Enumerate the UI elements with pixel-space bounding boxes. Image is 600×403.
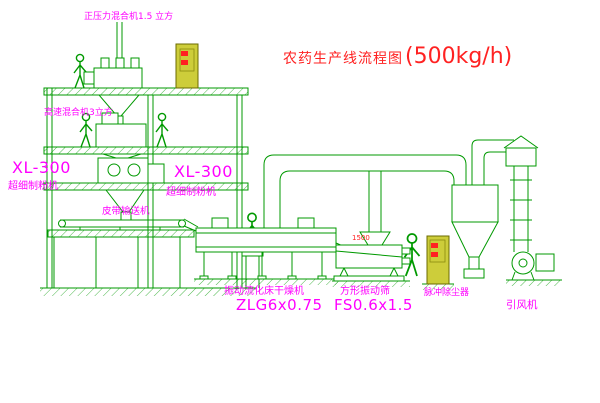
label-top-mixer: 正压力混合机1.5 立方	[84, 12, 174, 22]
screen-outlet	[401, 257, 411, 265]
label-mill-mid-name: 超细制粉机	[166, 187, 216, 198]
person-figure	[403, 233, 421, 277]
title-capacity: (500kg/h)	[405, 44, 513, 69]
pulverizer-mill	[97, 157, 165, 221]
support-platform	[47, 229, 195, 288]
cyclone-exhaust-duct	[471, 139, 514, 185]
person-figure	[155, 112, 169, 148]
discharge-hopper	[102, 153, 142, 159]
mixer-motor	[83, 71, 95, 85]
indicator-light	[181, 60, 188, 65]
screen-branch-duct	[368, 171, 382, 232]
dryer-inlet	[211, 217, 229, 229]
label-dryer-name: 振动流化床干燥机	[224, 286, 304, 297]
label-screen-model: FS0.6x1.5	[334, 296, 413, 314]
label-mill-left-name: 超细制粉机	[8, 181, 58, 192]
label-mill-mid-model: XL-300	[174, 162, 233, 181]
control-cabinet-top	[175, 43, 199, 89]
indicator-light	[181, 51, 188, 56]
vibrating-screen	[333, 231, 411, 282]
pulse-dust-collector-cabinet	[426, 235, 450, 285]
label-induced-fan: 引风机	[506, 299, 538, 311]
exhaust-stack	[503, 135, 539, 252]
dryer-inlet	[297, 217, 315, 229]
indicator-light	[431, 252, 438, 257]
screen-outlet	[401, 247, 411, 255]
induced-draft-fan	[511, 251, 555, 281]
fluid-bed-dryer	[195, 217, 353, 280]
label-mill-left-model: XL-300	[12, 158, 71, 177]
label-dust-collector: 脉冲除尘器	[424, 288, 470, 298]
feed-chute	[183, 218, 199, 228]
label-dryer-model: ZLG6x0.75	[236, 296, 323, 314]
dryer-legs	[199, 252, 327, 280]
top-mixer	[83, 22, 143, 125]
cyclone-separator	[451, 184, 499, 279]
belt-conveyor	[58, 218, 199, 232]
exhaust-duct	[263, 154, 467, 232]
label-screen-name: 方形振动筛	[340, 286, 390, 297]
title-text: 农药生产线流程图	[283, 51, 403, 67]
high-speed-mixer	[95, 112, 147, 159]
label-high-speed-mixer: 高速混合机3立方	[44, 108, 113, 118]
worker-platform	[241, 251, 264, 288]
cyclone-discharge-valve	[463, 268, 485, 279]
fan-motor	[535, 253, 555, 272]
worker-figures	[73, 53, 421, 288]
indicator-light	[431, 243, 438, 248]
screen-deck	[335, 250, 403, 258]
label-dimension-1500: 1500	[352, 234, 370, 242]
floor-slabs	[43, 87, 249, 191]
stack-rain-cap	[503, 135, 539, 149]
label-belt-conveyor: 皮带输送机	[102, 206, 150, 217]
screen-springs	[339, 267, 399, 277]
diagram-title: 农药生产线流程图 (500kg/h)	[283, 44, 512, 69]
mill-motor	[147, 163, 165, 184]
